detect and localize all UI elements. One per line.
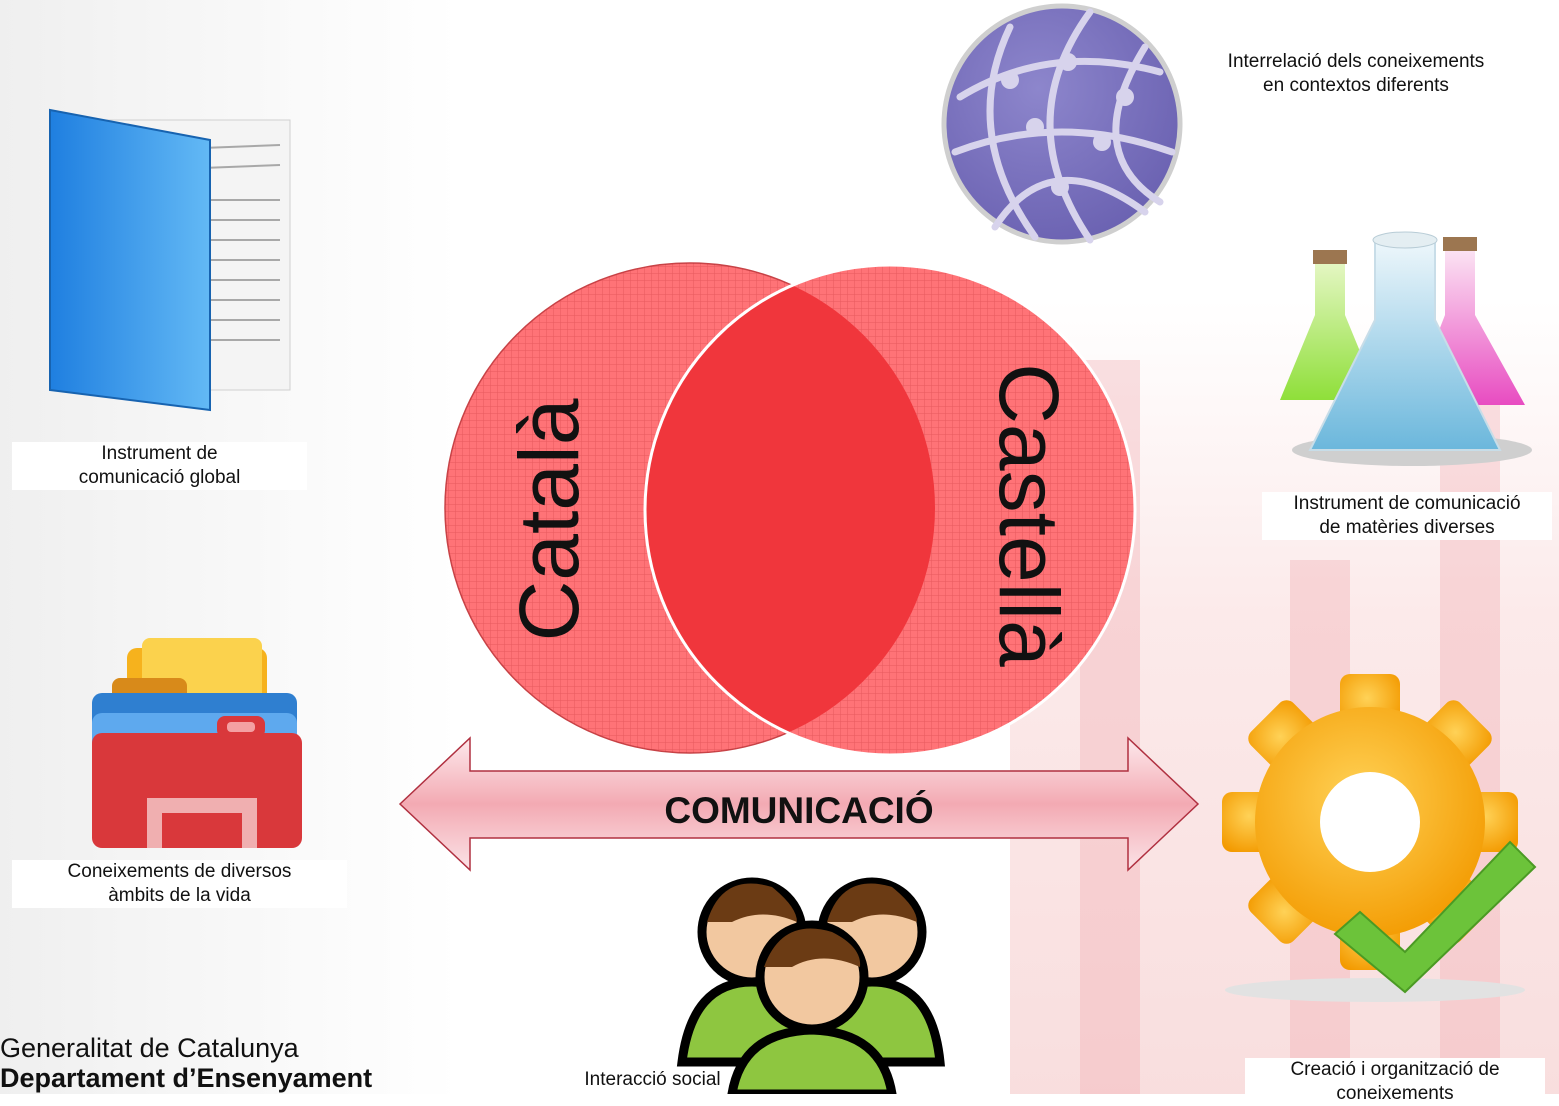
book-caption: Instrument de comunicació global [12, 442, 307, 490]
people-caption-text: Interacció social [584, 1069, 721, 1090]
flasks-caption-line1: Instrument de comunicació [1293, 493, 1521, 514]
folders-caption: Coneixements de diversos àmbits de la vi… [12, 860, 347, 908]
globe-icon [941, 3, 1183, 245]
folders-caption-line2: àmbits de la vida [108, 885, 251, 906]
globe-caption-line2: en contextos diferents [1263, 75, 1449, 96]
catala-label: Català [502, 398, 596, 641]
castella-label: Castellà [982, 363, 1076, 667]
castella-circle-edge [643, 263, 1137, 757]
folders-icon [92, 638, 302, 848]
globe-caption-line1: Interrelació dels coneixements [1227, 51, 1485, 72]
folders-caption-line1: Coneixements de diversos [67, 861, 292, 882]
gear-caption-line2: coneixements [1336, 1083, 1454, 1104]
globe-caption: Interrelació dels coneixements en contex… [1186, 50, 1526, 98]
communication-double-arrow [398, 736, 1200, 872]
intersection [645, 265, 935, 753]
logo-line-departament: Departament d’Ensenyament [0, 1063, 373, 1093]
people-caption: Interacció social [560, 1068, 745, 1092]
book-caption-line1: Instrument de [101, 443, 218, 464]
gear-caption-line1: Creació i organització de [1290, 1059, 1500, 1080]
people-icon [676, 877, 945, 1094]
book-icon [49, 108, 291, 412]
flasks-icon [1280, 231, 1532, 466]
book-caption-line2: comunicació global [78, 467, 241, 488]
gear-check-icon [1222, 674, 1537, 1002]
arrow-label: COMUNICACIÓ [664, 789, 933, 831]
organization-logo: Generalitat de Catalunya Departament d’E… [0, 1033, 372, 1093]
logo-line-generalitat: Generalitat de Catalunya [0, 1033, 299, 1063]
gear-caption: Creació i organització de coneixements [1245, 1058, 1545, 1106]
flasks-caption: Instrument de comunicació de matèries di… [1262, 492, 1552, 540]
flasks-caption-line2: de matèries diverses [1319, 517, 1495, 538]
